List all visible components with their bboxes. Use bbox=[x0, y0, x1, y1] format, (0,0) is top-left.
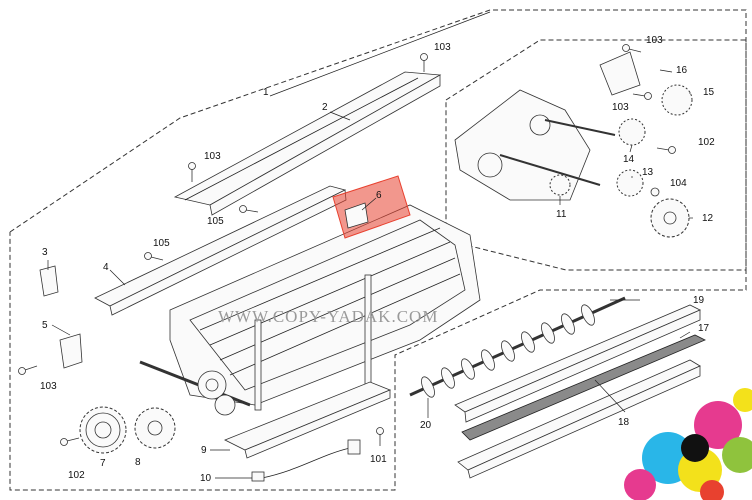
callout-103-top: 103 bbox=[434, 42, 451, 53]
seal-strip bbox=[461, 334, 706, 441]
callout-105-upper: 105 bbox=[207, 216, 224, 227]
main-housing bbox=[169, 204, 481, 411]
callout-102-right: 102 bbox=[698, 137, 715, 148]
callout-18: 18 bbox=[618, 417, 630, 428]
leader-lines bbox=[47, 11, 693, 479]
callout-12: 12 bbox=[702, 213, 714, 224]
lower-cover bbox=[457, 359, 701, 479]
seal-holder bbox=[454, 304, 701, 423]
callout-103-drive-top: 103 bbox=[646, 35, 663, 46]
gear-12 bbox=[650, 198, 690, 238]
callout-labels: 1 2 3 4 5 6 7 8 9 10 11 12 13 14 15 16 1… bbox=[40, 35, 715, 484]
watermark-text: WWW.COPY-YADAK.COM bbox=[218, 307, 438, 326]
callout-14: 14 bbox=[623, 154, 635, 165]
callout-102-left: 102 bbox=[68, 470, 85, 481]
callout-2: 2 bbox=[322, 102, 328, 113]
callout-8: 8 bbox=[135, 457, 141, 468]
e-ring bbox=[650, 187, 660, 197]
auger-screw bbox=[409, 296, 626, 398]
callout-105-lower: 105 bbox=[153, 238, 170, 249]
callout-19: 19 bbox=[693, 295, 705, 306]
callout-10: 10 bbox=[200, 473, 212, 484]
callout-3: 3 bbox=[42, 247, 48, 258]
shaft-bracket bbox=[59, 333, 83, 369]
callout-103-drive-mid: 103 bbox=[612, 102, 629, 113]
callout-16: 16 bbox=[676, 65, 688, 76]
callout-9: 9 bbox=[201, 445, 207, 456]
small-gear bbox=[134, 407, 176, 449]
callout-11: 11 bbox=[556, 209, 567, 220]
screws bbox=[18, 44, 676, 446]
callout-17: 17 bbox=[698, 323, 710, 334]
left-shaft-assembly bbox=[139, 360, 251, 416]
callout-103-rail: 103 bbox=[204, 151, 221, 162]
highlighted-part-6 bbox=[332, 175, 411, 239]
gear-11 bbox=[549, 174, 571, 196]
callout-101: 101 bbox=[370, 454, 387, 465]
callout-5: 5 bbox=[42, 320, 48, 331]
top-rail bbox=[173, 71, 442, 216]
callout-7: 7 bbox=[100, 458, 106, 469]
gear-15 bbox=[661, 84, 693, 116]
callout-103-bracket: 103 bbox=[40, 381, 57, 392]
middle-rail bbox=[94, 185, 347, 316]
gear-13 bbox=[616, 169, 644, 197]
left-bracket bbox=[39, 265, 59, 297]
callout-4: 4 bbox=[103, 262, 109, 273]
gear-bracket bbox=[599, 51, 641, 96]
callout-104: 104 bbox=[670, 178, 687, 189]
callout-20: 20 bbox=[420, 420, 432, 431]
large-gear bbox=[79, 406, 127, 454]
callout-15: 15 bbox=[703, 87, 715, 98]
drive-frame bbox=[454, 89, 616, 201]
color-logo-decoration bbox=[624, 388, 752, 500]
sensor-cable bbox=[251, 439, 361, 482]
gear-14 bbox=[618, 118, 646, 146]
callout-1: 1 bbox=[263, 87, 269, 98]
bottom-bracket bbox=[224, 381, 392, 459]
callout-13: 13 bbox=[642, 167, 654, 178]
assembly-boundary bbox=[9, 9, 747, 491]
callout-6: 6 bbox=[376, 190, 382, 201]
